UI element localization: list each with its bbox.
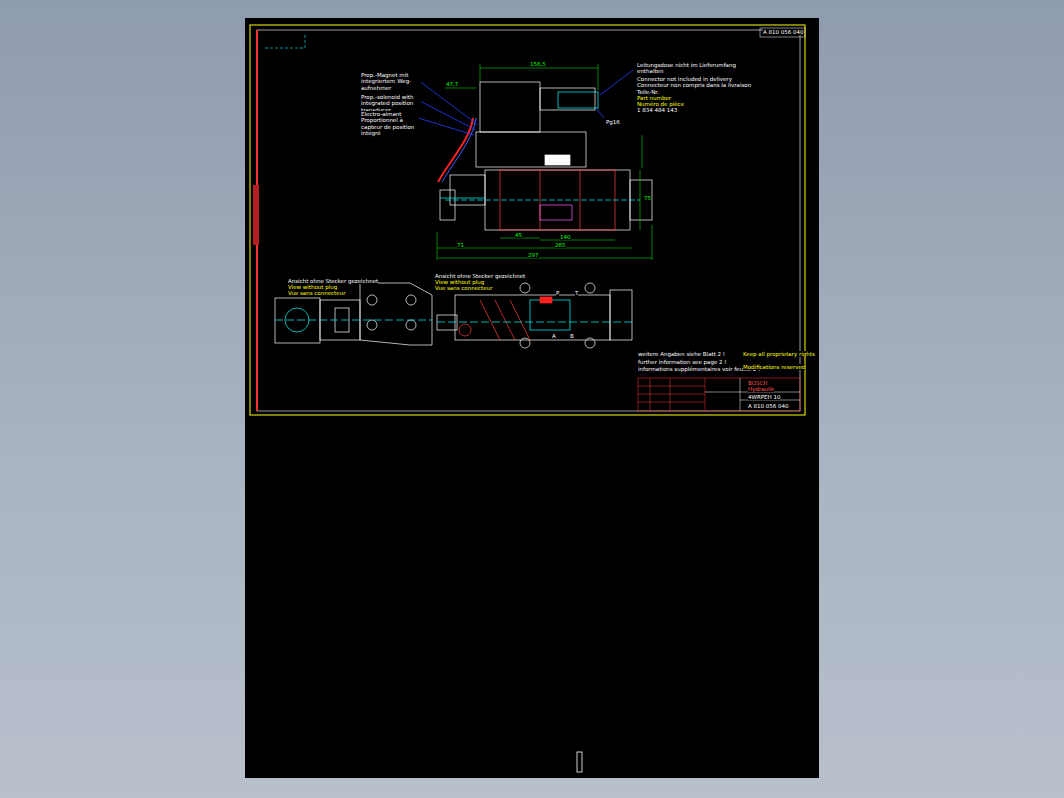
dimension: 297 (528, 252, 539, 258)
view-title: Vue sans connecteur (435, 285, 492, 291)
dimension: 156,5 (530, 61, 546, 67)
marker (577, 752, 582, 772)
note-text: Modifications reserved (743, 364, 805, 370)
note-text: weitere Angaben siehe Blatt 2 ! (638, 351, 725, 357)
port-label: B (570, 333, 574, 339)
dimension: 47,7 (446, 81, 458, 87)
port-label: A (552, 333, 556, 339)
note-text: informations supplémentaires voir feuill… (638, 366, 760, 372)
sheet (245, 18, 819, 778)
port-label: Pg16 (606, 119, 620, 125)
view-title: Vue sans connecteur (288, 290, 345, 296)
port-label: T (575, 290, 578, 296)
dimension: 75 (644, 195, 651, 201)
dimension-lines (437, 64, 652, 260)
frame (250, 25, 805, 415)
section-view (437, 283, 632, 348)
callout-text: Prop.-Magnet mit integriertem Weg-aufneh… (361, 72, 421, 91)
note-text: further information see page 2 ! (638, 359, 727, 365)
callout-text: Electro-aimant Proportionnel à capteur d… (361, 111, 419, 136)
note-text: Connecteur non compris dans la livraison (637, 82, 751, 88)
end-view (275, 283, 432, 345)
dimension: 45 (515, 232, 522, 238)
type-code: 4WRPEH 10 (748, 394, 780, 400)
leader-lines (418, 70, 633, 135)
cable (438, 118, 473, 182)
dimension: 265 (555, 242, 566, 248)
valve-top-view (440, 82, 652, 230)
company-name: Hydraulik (748, 386, 774, 392)
drawing-number: A 810 056 040 (763, 29, 804, 35)
note-text: Leitungsdose nicht im Lieferumfang entha… (637, 62, 757, 75)
title-block (638, 378, 800, 411)
dimension: 71 (457, 242, 464, 248)
part-number: 1 834 484 143 (637, 107, 677, 113)
drawing-number: A 810 056 040 (748, 403, 789, 409)
dimension: 140 (560, 234, 571, 240)
note-text: Keep all proprietary rights (743, 351, 815, 357)
port-label: P (556, 290, 559, 296)
